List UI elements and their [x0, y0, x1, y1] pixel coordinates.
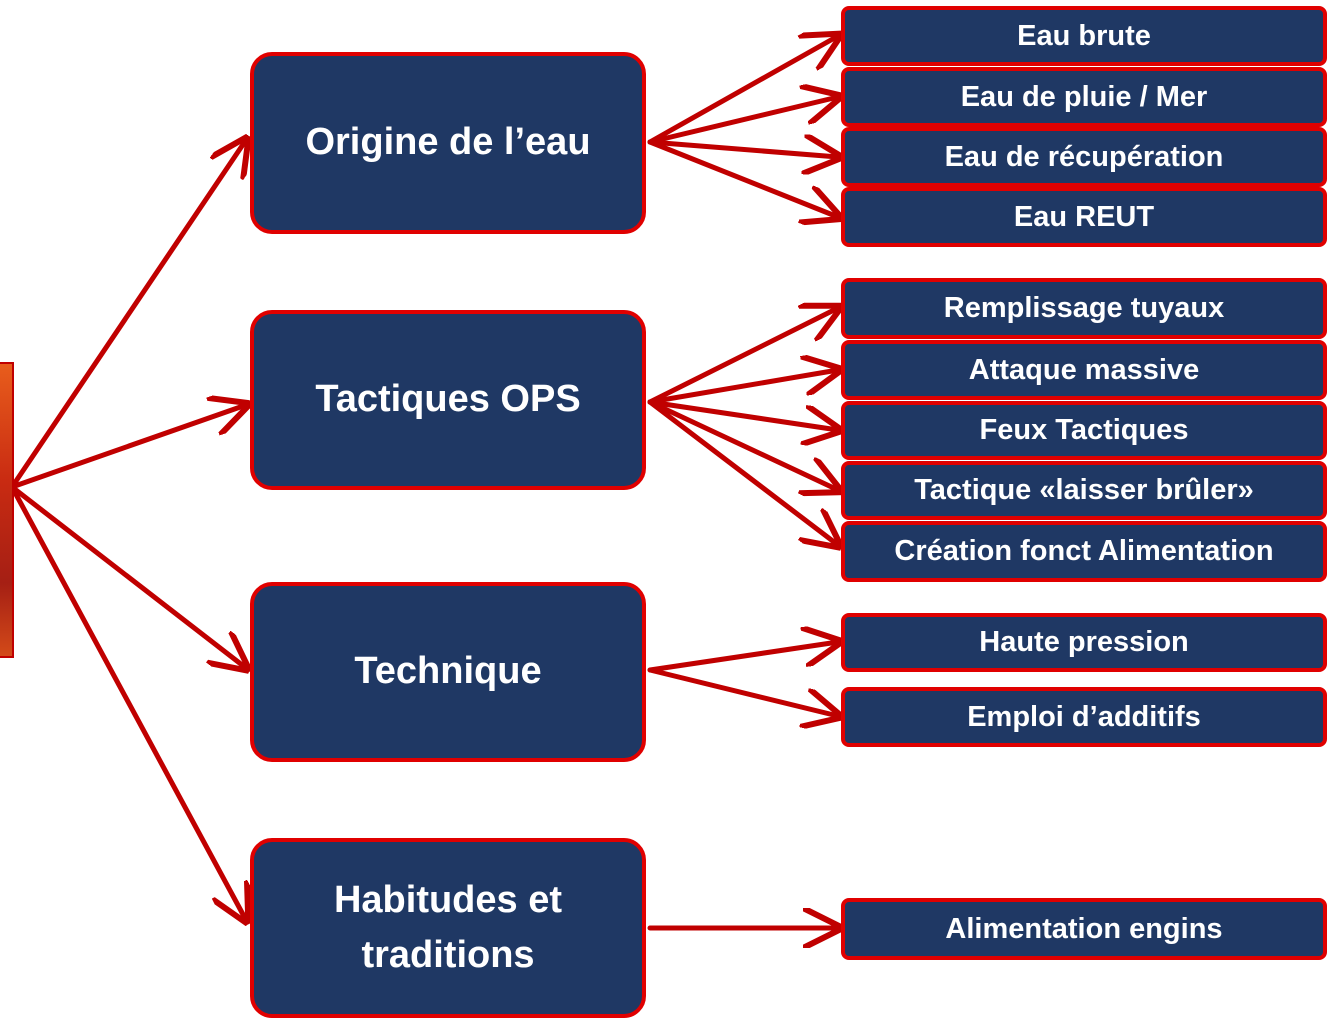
connector-arrow	[647, 139, 838, 217]
category-label: Habitudes et traditions	[333, 878, 563, 976]
item-box: Eau REUT	[841, 187, 1327, 247]
item-box: Alimentation engins	[841, 898, 1327, 960]
item-label: Emploi d’additifs	[967, 700, 1201, 733]
item-box: Eau de récupération	[841, 127, 1327, 187]
connector-arrow	[647, 399, 838, 490]
item-label: Tactique «laisser brûler»	[914, 474, 1254, 506]
item-box: Feux Tactiques	[841, 401, 1327, 460]
connector-arrow	[9, 484, 246, 920]
connector-arrow	[647, 36, 838, 145]
item-label: Attaque massive	[968, 353, 1200, 386]
item-label: Alimentation engins	[945, 912, 1223, 945]
item-box: Création fonct Alimentation	[841, 521, 1327, 582]
connector-arrow	[9, 484, 246, 668]
connector-arrow	[9, 140, 246, 490]
item-label: Feux Tactiques	[979, 414, 1189, 446]
connector-arrow	[647, 399, 838, 430]
connector-arrow	[647, 642, 838, 673]
item-label: Haute pression	[979, 626, 1189, 658]
item-box: Haute pression	[841, 613, 1327, 672]
category-box-tactiques: Tactiques OPS	[250, 310, 646, 490]
item-label: Remplissage tuyaux	[943, 292, 1225, 324]
category-label: Origine de l’eau	[305, 121, 591, 164]
item-label: Eau brute	[1017, 19, 1151, 52]
item-box: Remplissage tuyaux	[841, 278, 1327, 339]
connector-arrow	[647, 142, 838, 157]
connector-arrow	[647, 399, 838, 545]
category-label: Technique	[354, 650, 542, 693]
connector-arrow	[9, 405, 246, 490]
item-box: Tactique «laisser brûler»	[841, 461, 1327, 520]
connector-arrow	[647, 97, 838, 145]
connector-arrow	[647, 667, 838, 716]
connector-arrow	[647, 370, 838, 405]
connector-arrow	[647, 308, 838, 405]
item-label: Eau de récupération	[944, 140, 1224, 173]
item-box: Attaque massive	[841, 340, 1327, 400]
category-label: Tactiques OPS	[315, 378, 581, 421]
item-label: Eau REUT	[1013, 200, 1155, 233]
category-box-habitudes: Habitudes et traditions	[250, 838, 646, 1018]
item-box: Emploi d’additifs	[841, 687, 1327, 747]
item-label: Création fonct Alimentation	[894, 535, 1274, 567]
item-box: Eau brute	[841, 6, 1327, 66]
item-label: Eau de pluie / Mer	[960, 80, 1208, 113]
category-box-technique: Technique	[250, 582, 646, 762]
source-image	[0, 362, 14, 658]
category-box-origine: Origine de l’eau	[250, 52, 646, 234]
item-box: Eau de pluie / Mer	[841, 67, 1327, 127]
